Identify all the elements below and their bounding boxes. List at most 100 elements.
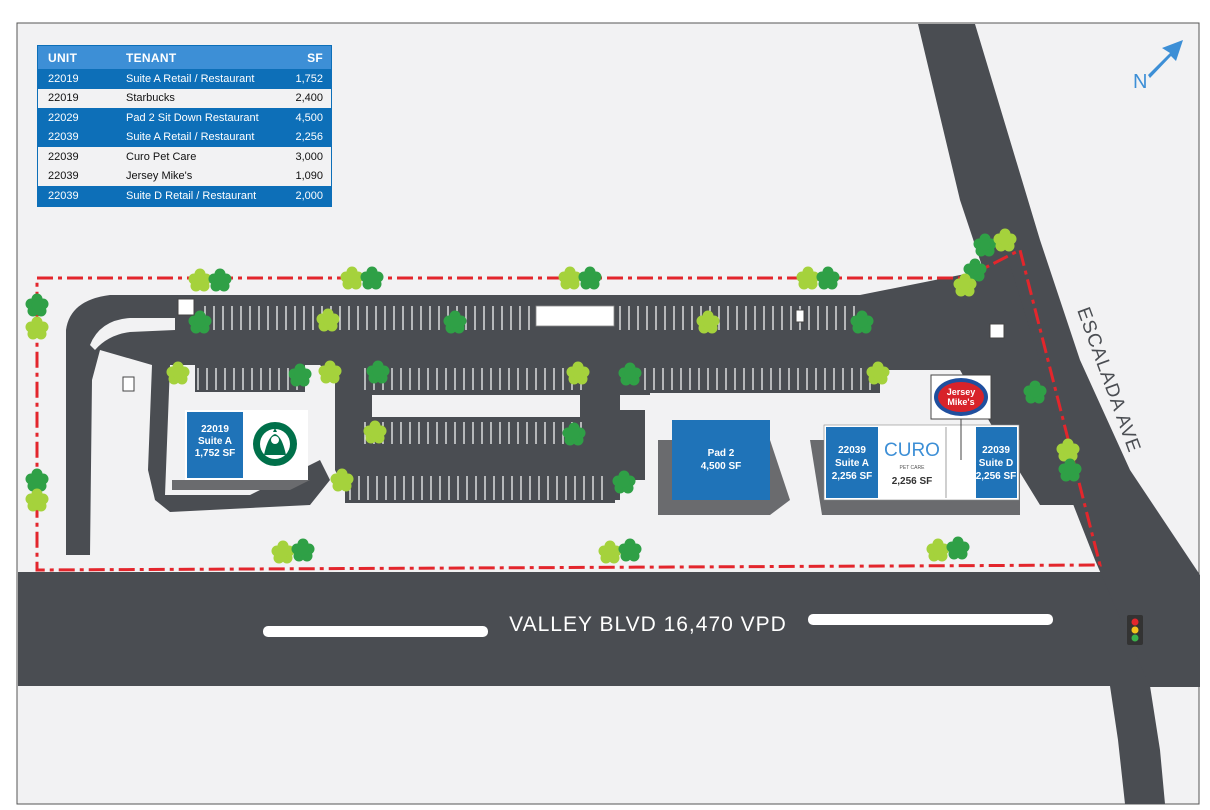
tree-icon (850, 310, 874, 334)
tree-icon (318, 360, 342, 384)
tree-icon (562, 422, 586, 446)
tree-icon (1056, 438, 1080, 462)
label-pad2-sf: 4,500 SF (701, 461, 742, 472)
tree-leaf (624, 368, 636, 380)
tree-leaf (856, 316, 868, 328)
tree-leaf (568, 428, 580, 440)
valley-blvd-label: VALLEY BLVD 16,470 VPD (509, 613, 787, 636)
tree-icon (25, 468, 49, 492)
tree-icon (866, 361, 890, 385)
tree-icon (208, 268, 232, 292)
starbucks-parking-row (195, 365, 305, 392)
tree-icon (360, 266, 384, 290)
tree-icon (291, 538, 315, 562)
cell-tenant: Suite A Retail / Restaurant (116, 69, 279, 89)
curo-sf: 2,256 SF (892, 476, 933, 487)
jersey-logo-mid: Mike's (947, 397, 974, 407)
tree-icon (366, 360, 390, 384)
tree-icon (598, 540, 622, 564)
tree-icon (271, 540, 295, 564)
tree-leaf (872, 367, 884, 379)
tree-icon (363, 420, 387, 444)
tree-leaf (31, 474, 43, 486)
cell-sf: 2,400 (295, 92, 323, 105)
unit-22019-suite-a (187, 412, 243, 478)
tree-leaf (564, 272, 576, 284)
cell-tenant: Pad 2 Sit Down Restaurant (116, 108, 279, 128)
tree-leaf (31, 322, 43, 334)
tree-icon (993, 228, 1017, 252)
tree-leaf (322, 314, 334, 326)
tree-leaf (372, 366, 384, 378)
tree-leaf (369, 426, 381, 438)
tree-icon (618, 538, 642, 562)
roads (18, 24, 1200, 804)
median-east (808, 614, 1053, 625)
cell-tenant: Curo Pet Care (126, 150, 197, 163)
tree-icon (618, 362, 642, 386)
cell-sf: 3,000 (295, 150, 323, 163)
fixture-box (122, 376, 135, 392)
tree-icon (1058, 458, 1082, 482)
label-22019-unit: 22019 (201, 424, 229, 435)
tree-icon (316, 308, 340, 332)
tree-icon (612, 470, 636, 494)
traffic-light-red (1131, 618, 1139, 626)
south-parking-row (345, 473, 615, 503)
fixture-box (989, 323, 1005, 339)
cell-unit: 22039 (37, 127, 116, 147)
unit-22039-suite-d (976, 427, 1017, 498)
tree-icon (188, 268, 212, 292)
fixture-box (795, 309, 805, 323)
tree-icon (25, 488, 49, 512)
center-island (372, 395, 580, 417)
north-label: N (1133, 71, 1147, 93)
tree-icon (443, 310, 467, 334)
north-arrow-icon (1148, 40, 1183, 78)
cell-sf: 4,500 (278, 108, 332, 128)
tree-icon (25, 293, 49, 317)
tree-leaf (802, 272, 814, 284)
east-parking-row (640, 365, 880, 393)
label-22039a-sf: 2,256 SF (832, 471, 873, 482)
traffic-light-yellow (1131, 626, 1139, 634)
tree-icon (816, 266, 840, 290)
tree-leaf (969, 264, 981, 276)
buildings (172, 410, 1020, 515)
cell-unit: 22039 (48, 150, 79, 163)
curo-logo: CURO PET CARE 2,256 SF (884, 440, 940, 487)
cell-tenant: Starbucks (126, 92, 175, 105)
tenant-table-header: UNIT TENANT SF (37, 45, 332, 69)
tree-leaf (959, 279, 971, 291)
tree-leaf (31, 494, 43, 506)
starbucks-star-icon (273, 428, 277, 432)
tree-leaf (194, 316, 206, 328)
north-parking-row (200, 303, 865, 333)
label-22039d-suite: Suite D (979, 458, 1013, 469)
tree-leaf (618, 476, 630, 488)
escalada-ave-road (918, 24, 1200, 687)
cell-unit: 22019 (37, 69, 116, 89)
tree-leaf (702, 316, 714, 328)
starbucks-siren-face (271, 436, 279, 444)
traffic-light-green (1131, 634, 1139, 642)
label-22039d-sf: 2,256 SF (976, 471, 1017, 482)
tree-leaf (952, 542, 964, 554)
north-kiosk (535, 305, 615, 327)
west-island (90, 318, 175, 350)
tree-icon (558, 266, 582, 290)
tree-leaf (584, 272, 596, 284)
tree-leaf (324, 366, 336, 378)
cell-sf: 1,090 (295, 170, 323, 183)
starbucks-shadow (172, 480, 310, 490)
header-sf: SF (278, 45, 332, 69)
header-unit: UNIT (37, 45, 116, 69)
site-fixtures (122, 298, 1005, 392)
tree-leaf (277, 546, 289, 558)
tree-leaf (346, 272, 358, 284)
